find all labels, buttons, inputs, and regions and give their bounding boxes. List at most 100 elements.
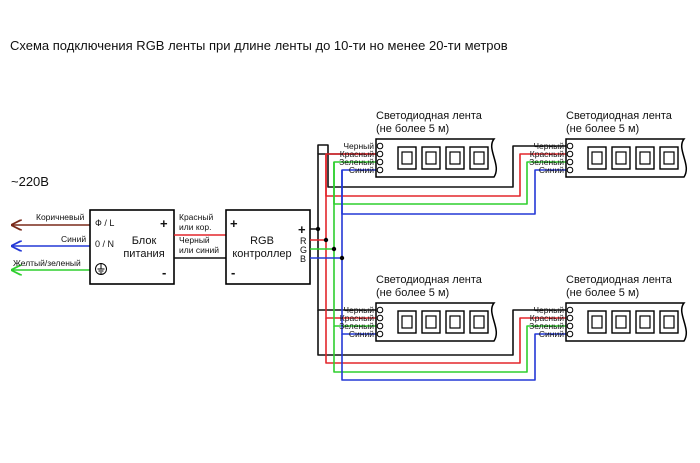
led-chip-lens [591, 315, 603, 329]
led-chip-lens [663, 151, 675, 165]
mains-earth-label: Желтый/зеленый [13, 258, 81, 268]
led-chip-lens [591, 151, 603, 165]
led-chip-lens [473, 315, 485, 329]
led-strip-pin-label: Красный [530, 149, 564, 159]
led-strip-title: Светодиодная лента [566, 110, 673, 122]
bus-green-strip4 [333, 325, 570, 373]
led-strip-2: Светодиодная лента(не более 5 м)ЧерныйКр… [529, 110, 687, 178]
controller-label-line1: RGB [250, 235, 274, 247]
psu-plus-sign: + [160, 216, 168, 231]
led-strip-pin [376, 314, 384, 322]
led-chip-lens [401, 315, 413, 329]
led-strip-pin-label: Зеленый [339, 321, 374, 331]
power-supply-block: Ф / L 0 / N Блок питания + - [89, 209, 175, 285]
led-strip-pin-label: Синий [349, 329, 374, 339]
psu-label-line1: Блок [132, 235, 157, 247]
led-chip-lens [449, 315, 461, 329]
controller-pin-b: B [300, 254, 306, 264]
led-strip-subtitle: (не более 5 м) [376, 287, 449, 299]
led-chip-lens [639, 151, 651, 165]
led-strip-pin [376, 150, 384, 158]
junction-red [323, 237, 329, 243]
bus-blue-strip2 [341, 169, 570, 215]
led-strip-title: Светодиодная лента [376, 274, 483, 286]
earth-ground-icon [95, 263, 107, 275]
controller-plus-in: + [230, 216, 238, 231]
led-strip-pin [566, 330, 574, 338]
junction-green [331, 246, 337, 252]
led-strip-1: Светодиодная лента(не более 5 м)ЧерныйКр… [339, 110, 497, 178]
led-strip-pin [566, 150, 574, 158]
psu-positive-label-1: Красный [179, 212, 213, 222]
led-chip-lens [401, 151, 413, 165]
led-chip-lens [639, 315, 651, 329]
mains-wires: Коричневый Синий Желтый/зеленый [12, 212, 96, 270]
bus-green-strip2 [333, 161, 570, 205]
led-strip-pin [566, 166, 574, 174]
bus-blue-strip4 [341, 333, 570, 381]
bus-black-strip2 [317, 144, 570, 188]
led-chip-lens [663, 315, 675, 329]
controller-minus-in: - [231, 265, 235, 280]
bus-black-strip4 [317, 309, 570, 356]
led-strip-pin [566, 322, 574, 330]
psu-pin-phase: Ф / L [95, 218, 114, 228]
psu-negative-label-2: или синий [179, 245, 219, 255]
diagram-title: Схема подключения RGB ленты при длине ле… [10, 38, 508, 53]
junction-black [315, 226, 321, 232]
led-strip-pin-label: Черный [533, 141, 564, 151]
led-strip-pin [376, 158, 384, 166]
led-chip-lens [615, 151, 627, 165]
controller-pin-g: G [300, 245, 307, 255]
psu-minus-sign: - [162, 265, 166, 280]
bus-red-strip2 [325, 153, 570, 197]
led-strip-3: Светодиодная лента(не более 5 м)ЧерныйКр… [339, 274, 497, 342]
led-strip-subtitle: (не более 5 м) [376, 123, 449, 135]
distribution-wires [310, 144, 570, 381]
controller-label-line2: контроллер [232, 248, 291, 260]
led-strip-pin [566, 314, 574, 322]
psu-positive-label-2: или кор. [179, 222, 211, 232]
psu-label-line2: питания [123, 248, 164, 260]
led-strip-pin [566, 142, 574, 150]
controller-pin-r: R [300, 236, 307, 246]
led-strip-pin-label: Зеленый [529, 321, 564, 331]
mains-voltage-label: ~220В [11, 174, 49, 189]
mains-brown-label: Коричневый [36, 212, 85, 222]
bus-red-strip4 [325, 317, 570, 364]
led-strip-pin-label: Синий [539, 329, 564, 339]
bus-green-strip1 [310, 161, 380, 250]
psu-output-wires: Красный или кор. Черный или синий [174, 212, 226, 259]
led-chip-lens [449, 151, 461, 165]
led-strip-pin [376, 166, 384, 174]
led-strip-pin [566, 306, 574, 314]
led-strip-title: Светодиодная лента [566, 274, 673, 286]
junction-blue [339, 255, 345, 261]
led-strip-pin-label: Черный [343, 141, 374, 151]
led-strip-pin-label: Синий [539, 165, 564, 175]
rgb-controller-block: + - RGB контроллер + R G B [225, 209, 311, 285]
led-strip-pin-label: Черный [533, 305, 564, 315]
psu-pin-neutral: 0 / N [95, 239, 114, 249]
led-strip-pin-label: Зеленый [339, 157, 374, 167]
led-strip-pin [376, 142, 384, 150]
mains-blue-label: Синий [61, 234, 86, 244]
led-chip-lens [473, 151, 485, 165]
led-strips: Светодиодная лента(не более 5 м)ЧерныйКр… [339, 110, 687, 342]
power-supply-box [89, 209, 175, 285]
led-strip-pin [376, 306, 384, 314]
led-strip-pin [376, 330, 384, 338]
led-chip-lens [615, 315, 627, 329]
bus-red-strip1 [310, 153, 380, 241]
controller-plus-out: + [298, 222, 306, 237]
led-strip-pin-label: Черный [343, 305, 374, 315]
led-strip-subtitle: (не более 5 м) [566, 287, 639, 299]
rgb-controller-box [225, 209, 311, 285]
led-strip-pin-label: Красный [530, 313, 564, 323]
led-chip-lens [425, 315, 437, 329]
led-strip-pin-label: Красный [340, 149, 374, 159]
led-strip-pin [376, 322, 384, 330]
led-strip-subtitle: (не более 5 м) [566, 123, 639, 135]
led-strip-pin-label: Синий [349, 165, 374, 175]
